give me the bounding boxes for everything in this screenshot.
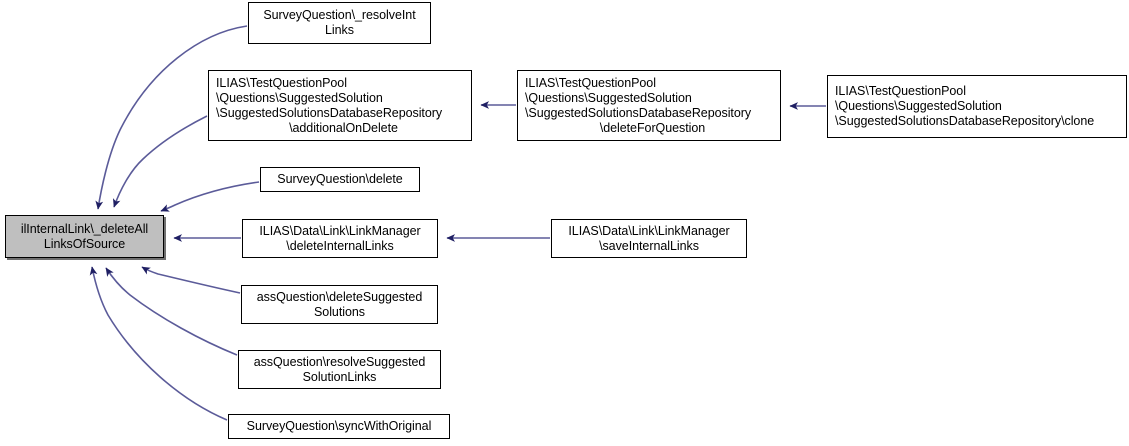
node-label-line: \additionalOnDelete <box>289 120 398 135</box>
edge-surveyDelete-to-current <box>160 181 260 212</box>
node-label-line: \Questions\SuggestedSolution <box>525 90 692 105</box>
node-label-line: \SuggestedSolutionsDatabaseRepository <box>525 105 752 120</box>
node-label-line: \deleteInternalLinks <box>286 238 394 253</box>
edge-syncWithOriginal-to-current <box>89 266 228 421</box>
node-label-line: Solutions <box>314 304 365 319</box>
node-label-line: \deleteForQuestion <box>599 120 706 135</box>
edge-deleteSuggestedSolutions-to-current <box>141 266 241 294</box>
node-label-line: Links <box>325 23 354 37</box>
node-label-line: \Questions\SuggestedSolution <box>835 99 1002 113</box>
node-label-line: \saveInternalLinks <box>599 238 699 253</box>
node-label-line: ILIAS\Data\Link\LinkManager <box>568 223 730 238</box>
node-label-line: assQuestion\resolveSuggested <box>253 354 426 369</box>
node-label-line: SurveyQuestion\syncWithOriginal <box>246 419 432 433</box>
edge-additionalOnDelete-to-current <box>112 115 208 208</box>
caller-node[interactable]: ILIAS\Data\Link\LinkManager\saveInternal… <box>551 219 747 258</box>
node-label-line: ILIAS\TestQuestionPool <box>216 75 347 90</box>
caller-node[interactable]: ILIAS\TestQuestionPool\Questions\Suggest… <box>517 70 781 141</box>
node-label-line: SurveyQuestion\delete <box>277 172 403 186</box>
edge-resolveSuggestedSolutionLinks-to-current <box>105 267 238 356</box>
node-label-line: assQuestion\deleteSuggested <box>256 289 423 304</box>
caller-node[interactable]: SurveyQuestion\syncWithOriginal <box>228 414 450 439</box>
node-label-line: \SuggestedSolutionsDatabaseRepository <box>216 105 443 120</box>
node-label-line: ILIAS\TestQuestionPool <box>835 84 966 98</box>
node-label-line: ILIAS\Data\Link\LinkManager <box>259 223 421 238</box>
caller-node[interactable]: ILIAS\Data\Link\LinkManager\deleteIntern… <box>242 219 438 258</box>
node-label-line: ILIAS\TestQuestionPool <box>525 75 656 90</box>
node-label-line: SurveyQuestion\_resolveInt <box>263 8 416 22</box>
caller-node[interactable]: ILIAS\TestQuestionPool\Questions\Suggest… <box>827 75 1127 138</box>
node-label-line: ilInternalLink\_deleteAll <box>20 221 149 236</box>
node-label-line: SolutionLinks <box>302 369 377 384</box>
node-label-line: \Questions\SuggestedSolution <box>216 90 383 105</box>
caller-node[interactable]: ILIAS\TestQuestionPool\Questions\Suggest… <box>208 70 472 141</box>
caller-node[interactable]: SurveyQuestion\delete <box>260 167 420 192</box>
node-label-line: LinksOfSource <box>43 236 126 251</box>
node-label-line: \SuggestedSolutionsDatabaseRepository\cl… <box>835 114 1095 128</box>
